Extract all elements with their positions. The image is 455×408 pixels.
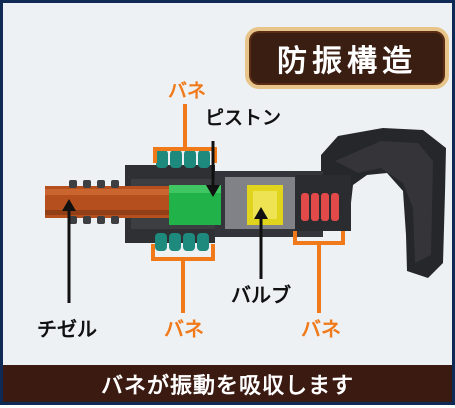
- title-badge: 防振構造: [245, 27, 449, 89]
- spring-top-bracket: [153, 104, 217, 163]
- label-valve: バルブ: [231, 283, 291, 307]
- label-piston: ピストン: [205, 107, 281, 129]
- label-spring-top: バネ: [168, 80, 206, 102]
- label-spring-bottom-right: バネ: [301, 317, 341, 341]
- page-title: 防振構造: [277, 44, 417, 79]
- spring-bottom-left-part: [155, 233, 209, 251]
- label-spring-bottom-left: バネ: [164, 317, 204, 341]
- caption-text: バネが振動を吸収します: [100, 373, 354, 399]
- spring-bottom-right-part: [301, 193, 339, 221]
- chisel-coils: [69, 180, 119, 224]
- spring-bottom-right-bracket: [293, 231, 345, 313]
- tool-cross-section-diagram: バネ ピストン チゼル バネ バルブ バネ: [37, 80, 446, 341]
- label-chisel: チゼル: [37, 317, 97, 341]
- spring-bottom-left-bracket: [151, 244, 215, 313]
- caption-bar: バネが振動を吸収します: [3, 365, 452, 402]
- spring-top-part: [156, 150, 210, 168]
- pointer-arrows: [62, 141, 268, 303]
